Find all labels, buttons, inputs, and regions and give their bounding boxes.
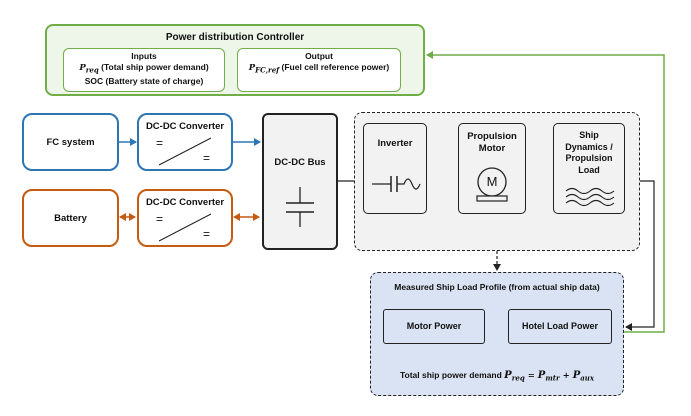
load-to-controller-arrow	[426, 51, 665, 333]
preq-line: Preq (Total ship power demand)	[64, 62, 224, 76]
eq-p-req: P	[504, 370, 512, 381]
converter-bottom-title: DC-DC Converter	[145, 197, 225, 208]
preq-symbol: P	[79, 63, 86, 73]
total-demand-text: Total ship power demand	[399, 370, 505, 380]
inverter-label: Inverter	[377, 138, 413, 149]
controller-inputs-box: Inputs Preq (Total ship power demand) SO…	[63, 48, 225, 92]
eq-p-mtr: P	[537, 370, 546, 381]
controller-title: Power distribution Controller	[165, 32, 305, 43]
power-distribution-controller: Power distribution Controller Inputs Pre…	[45, 24, 425, 96]
pfc-description: (Fuel cell reference power)	[279, 62, 390, 72]
load-profile-title: Measured Ship Load Profile (from actual …	[394, 282, 600, 292]
propulsion-motor-box: Propulsion Motor M	[458, 123, 526, 214]
load-profile-group: Measured Ship Load Profile (from actual …	[370, 272, 624, 396]
preq-description: (Total ship power demand)	[98, 62, 209, 72]
motor-symbol: M	[486, 174, 498, 189]
motor-icon	[476, 167, 508, 202]
motor-power-label: Motor Power	[406, 321, 462, 331]
motor-label-line1: Propulsion	[467, 131, 517, 142]
motor-label-line2: Motor	[478, 143, 506, 154]
converter-top-title: DC-DC Converter	[145, 121, 225, 132]
dcdc-converter-top: DC-DC Converter = =	[137, 113, 233, 171]
dcdc-bus-box: DC-DC Bus	[262, 113, 338, 250]
motor-power-box: Motor Power	[383, 309, 485, 344]
battery-box: Battery	[22, 189, 119, 247]
eq-aux-sub: aux	[580, 373, 595, 383]
inverter-box: Inverter	[363, 123, 427, 214]
pfc-subscript: FC,ref	[255, 65, 280, 75]
output-heading: Output	[305, 51, 333, 61]
hotel-load-label: Hotel Load Power	[521, 321, 598, 331]
motor-label: Propulsion Motor	[459, 131, 525, 155]
controller-output-box: Output PFC,ref (Fuel cell reference powe…	[237, 48, 401, 92]
total-demand-equation: Total ship power demand Preq = Pmtr + Pa…	[371, 370, 623, 383]
eq-req-sub: req	[511, 373, 525, 383]
preq-subscript: req	[85, 65, 99, 75]
bus-title: DC-DC Bus	[274, 157, 326, 168]
pfc-symbol: P	[248, 63, 256, 73]
hotel-load-box: Hotel Load Power	[508, 309, 612, 344]
inverter-icon	[372, 176, 421, 192]
ship-dynamics-label: Ship Dynamics / Propulsion Load	[554, 130, 624, 176]
eq-mtr-sub: mtr	[545, 373, 560, 383]
eq-plus: +	[559, 371, 573, 381]
eq-p-aux: P	[572, 370, 581, 381]
converter-bottom-diagonal	[158, 213, 212, 242]
fc-system-box: FC system	[22, 113, 119, 171]
converter-top-diagonal	[158, 137, 212, 166]
converter-bottom-eq-out: =	[203, 227, 211, 241]
converter-bottom-eq-in: =	[156, 212, 164, 226]
capacitor-icon	[286, 187, 314, 227]
ship-dynamics-box: Ship Dynamics / Propulsion Load	[553, 123, 625, 214]
wave-icon	[565, 187, 615, 207]
dcdc-converter-bottom: DC-DC Converter = =	[137, 189, 233, 247]
ship-label-line1: Ship	[579, 130, 599, 140]
pfc-line: PFC,ref (Fuel cell reference power)	[238, 62, 400, 76]
converter-top-eq-out: =	[203, 151, 211, 165]
drive-system-group: Inverter Propulsion Motor M Ship Dynamic…	[354, 112, 640, 251]
fc-system-label: FC system	[46, 137, 95, 148]
inputs-heading: Inputs	[131, 51, 157, 61]
converter-top-eq-in: =	[156, 136, 164, 150]
eq-equals: =	[524, 371, 538, 381]
soc-line: SOC (Battery state of charge)	[84, 75, 204, 86]
ship-label-line2: Dynamics /	[565, 141, 613, 152]
ship-label-line4: Load	[578, 164, 600, 175]
battery-label: Battery	[54, 213, 87, 224]
ship-label-line3: Propulsion	[565, 153, 613, 163]
